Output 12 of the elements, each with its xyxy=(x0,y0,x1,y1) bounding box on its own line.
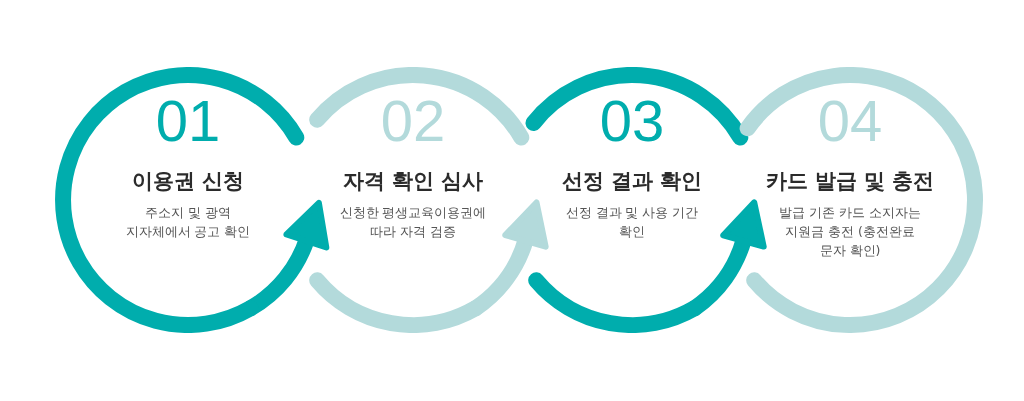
step-number: 04 xyxy=(817,89,883,153)
step-title: 카드 발급 및 충전 xyxy=(765,168,935,195)
step-description: 선정 결과 및 사용 기간 확인 xyxy=(564,204,700,241)
step-description: 신청한 평생교육이용권에 따라 자격 검증 xyxy=(338,204,488,241)
step-number: 01 xyxy=(155,89,221,153)
step-title: 이용권 신청 xyxy=(131,168,245,195)
step-number: 02 xyxy=(380,89,446,153)
step-title: 선정 결과 확인 xyxy=(561,168,703,195)
step-title: 자격 확인 심사 xyxy=(342,168,484,195)
step-number: 03 xyxy=(599,89,665,153)
step-description: 발급 기존 카드 소지자는 지원금 충전 (충전완료 문자 확인) xyxy=(778,204,922,260)
step-description: 주소지 및 광역 지자체에서 공고 확인 xyxy=(124,204,252,241)
